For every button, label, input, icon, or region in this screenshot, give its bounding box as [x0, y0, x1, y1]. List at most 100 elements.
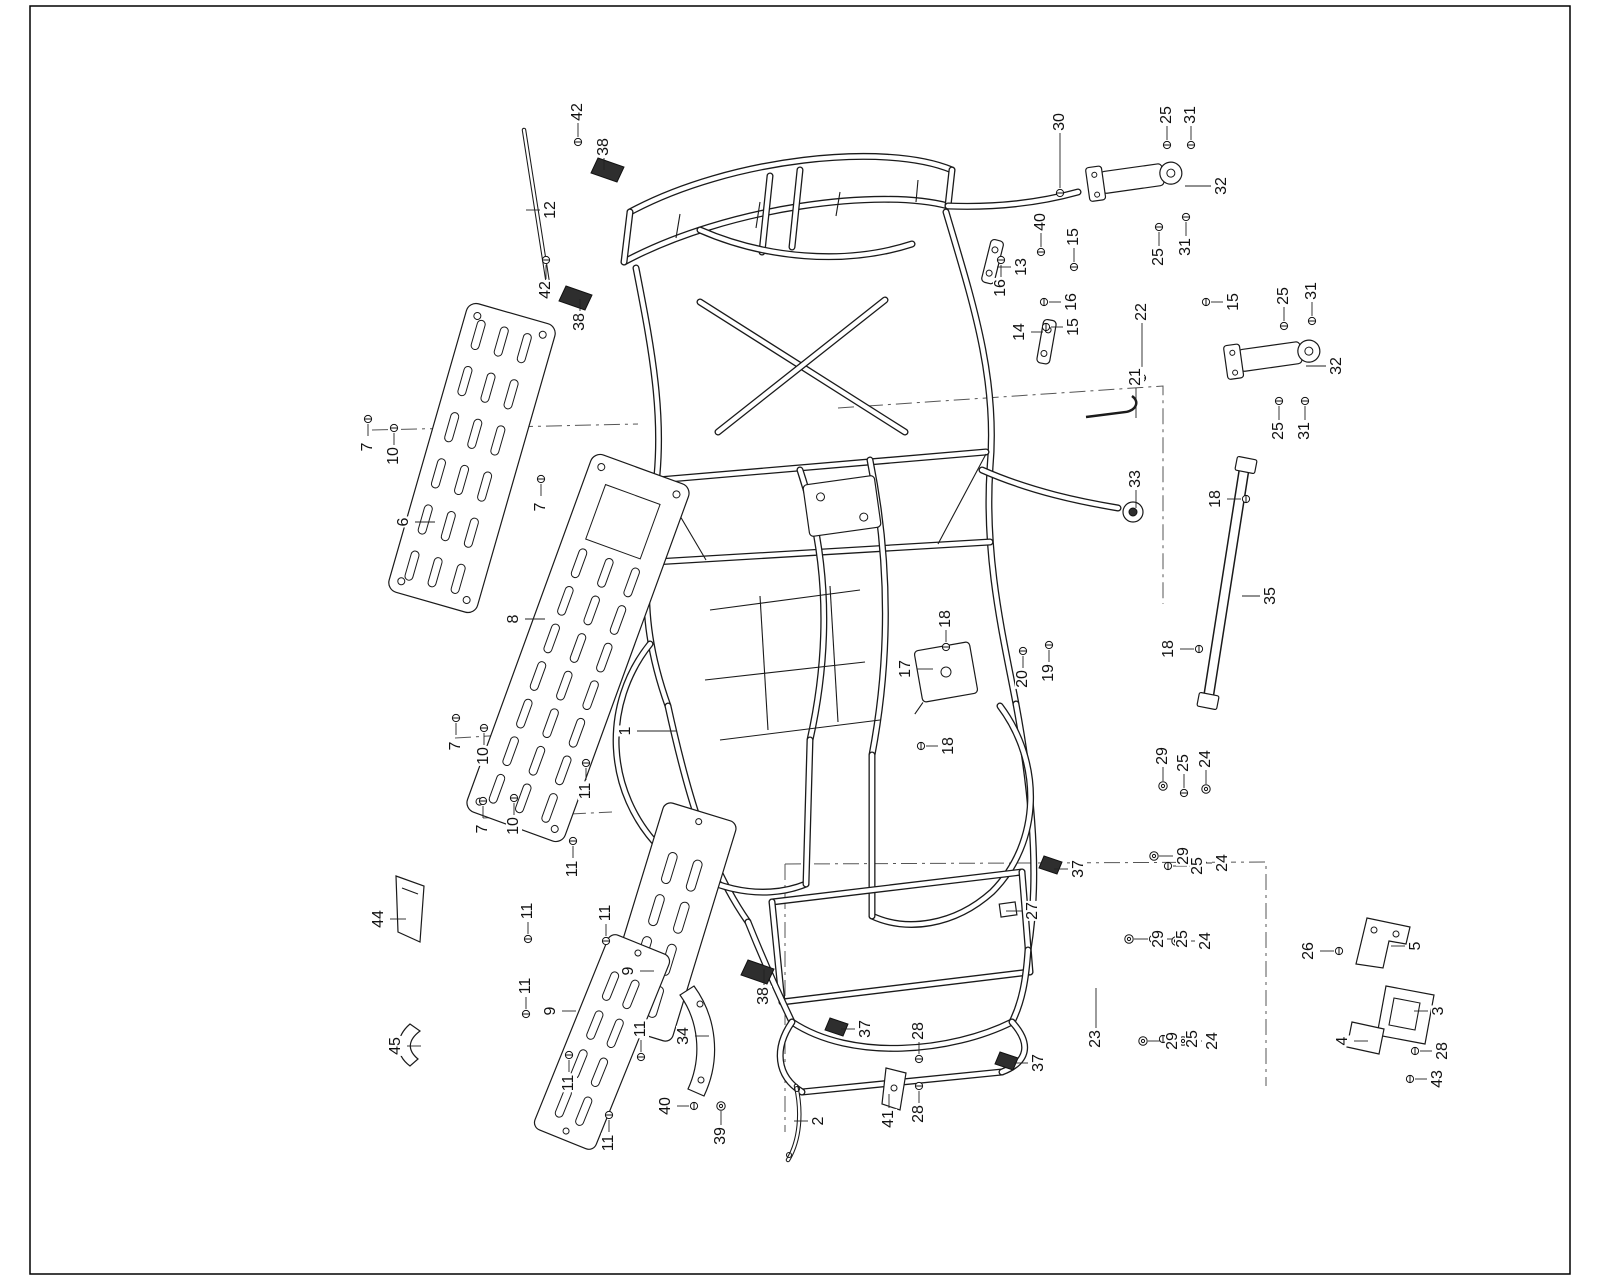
part-number-31: 31 — [1177, 237, 1194, 257]
bolt-icon — [1334, 946, 1344, 956]
plate-3 — [1376, 985, 1435, 1045]
part-number-4: 4 — [1334, 1035, 1351, 1047]
bolt-icon — [1044, 640, 1054, 650]
part-number-11: 11 — [597, 903, 614, 923]
bolt-icon — [536, 474, 546, 484]
frame-detail-lines — [659, 179, 1138, 1159]
bolt-icon — [996, 255, 1006, 265]
bolt-icon — [1274, 396, 1284, 406]
bolt-icon — [916, 741, 926, 751]
washer-icon — [1158, 781, 1168, 791]
part-number-9: 9 — [620, 965, 637, 977]
bracket-44 — [395, 875, 425, 943]
part-number-18: 18 — [1160, 639, 1177, 659]
part-number-43: 43 — [1429, 1069, 1446, 1089]
part-number-18: 18 — [1207, 489, 1224, 509]
bolt-icon — [1405, 1074, 1415, 1084]
part-number-20: 20 — [1014, 669, 1031, 689]
bolt-icon — [636, 1052, 646, 1062]
part-number-2: 2 — [810, 1115, 827, 1127]
bolt-icon — [523, 934, 533, 944]
part-number-11: 11 — [577, 781, 594, 801]
bolt-icon — [509, 793, 519, 803]
bolt-icon — [541, 255, 551, 265]
bolt-icon — [573, 137, 583, 147]
part-number-31: 31 — [1303, 281, 1320, 301]
part-number-24: 24 — [1197, 931, 1214, 951]
bolt-icon — [581, 758, 591, 768]
part-number-21: 21 — [1127, 367, 1144, 387]
washer-icon — [1201, 784, 1211, 794]
slotted-panel-8 — [466, 453, 690, 843]
part-number-6: 6 — [395, 516, 412, 528]
bolt-icon — [1307, 316, 1317, 326]
part-number-24: 24 — [1214, 853, 1231, 873]
bolt-icon — [1194, 644, 1204, 654]
part-number-7: 7 — [474, 823, 491, 835]
part-number-11: 11 — [519, 901, 536, 921]
slotted-panel-9b — [533, 934, 671, 1150]
part-number-42: 42 — [569, 102, 586, 122]
part-number-15: 15 — [1065, 227, 1082, 247]
part-number-42: 42 — [537, 280, 554, 300]
bolt-icon — [1041, 322, 1051, 332]
bolt-icon — [1069, 262, 1079, 272]
part-number-30: 30 — [1051, 112, 1068, 132]
part-number-39: 39 — [712, 1126, 729, 1146]
part-number-3: 3 — [1430, 1005, 1447, 1017]
part-number-32: 32 — [1328, 356, 1345, 376]
block-27 — [998, 901, 1018, 918]
part-number-35: 35 — [1262, 586, 1279, 606]
part-number-11: 11 — [632, 1019, 649, 1039]
part-number-29: 29 — [1154, 746, 1171, 766]
part-number-10: 10 — [505, 816, 522, 836]
bolt-icon — [689, 1101, 699, 1111]
washer-icon — [1138, 1036, 1148, 1046]
part-number-29: 29 — [1164, 1031, 1181, 1051]
part-number-19: 19 — [1040, 663, 1057, 683]
part-number-12: 12 — [542, 200, 559, 220]
bolt-icon — [1018, 646, 1028, 656]
bolt-icon — [1162, 140, 1172, 150]
washer-icon — [1124, 934, 1134, 944]
part-number-17: 17 — [897, 659, 914, 679]
bolt-icon — [1179, 788, 1189, 798]
part-number-25: 25 — [1189, 856, 1206, 876]
bolt-icon — [1279, 321, 1289, 331]
part-number-44: 44 — [370, 909, 387, 929]
part-number-11: 11 — [560, 1073, 577, 1093]
slotted-panel-6 — [388, 302, 556, 614]
part-number-16: 16 — [992, 278, 1009, 298]
part-number-18: 18 — [937, 609, 954, 629]
part-number-41: 41 — [880, 1109, 897, 1129]
part-number-28: 28 — [1434, 1041, 1451, 1061]
part-number-32: 32 — [1213, 176, 1230, 196]
bolt-icon — [1300, 396, 1310, 406]
bolt-icon — [479, 723, 489, 733]
washer-icon — [716, 1101, 726, 1111]
part-number-25: 25 — [1175, 753, 1192, 773]
bolt-icon — [389, 423, 399, 433]
part-number-7: 7 — [447, 740, 464, 752]
bolt-icon — [1154, 222, 1164, 232]
part-number-40: 40 — [657, 1096, 674, 1116]
part-number-29: 29 — [1150, 929, 1167, 949]
part-number-14: 14 — [1011, 322, 1028, 342]
washer-icon — [1149, 851, 1159, 861]
part-number-8: 8 — [505, 613, 522, 625]
part-number-25: 25 — [1275, 286, 1292, 306]
part-number-28: 28 — [910, 1021, 927, 1041]
bar-35-end-fittings — [1196, 455, 1258, 711]
part-number-15: 15 — [1065, 317, 1082, 337]
part-number-7: 7 — [532, 501, 549, 513]
bolt-icon — [601, 936, 611, 946]
part-number-23: 23 — [1087, 1029, 1104, 1049]
bracket-17 — [913, 641, 979, 715]
bracket-34 — [679, 985, 716, 1097]
bolt-icon — [1039, 297, 1049, 307]
part-number-16: 16 — [1063, 292, 1080, 312]
part-number-25: 25 — [1150, 247, 1167, 267]
part-number-24: 24 — [1204, 1031, 1221, 1051]
